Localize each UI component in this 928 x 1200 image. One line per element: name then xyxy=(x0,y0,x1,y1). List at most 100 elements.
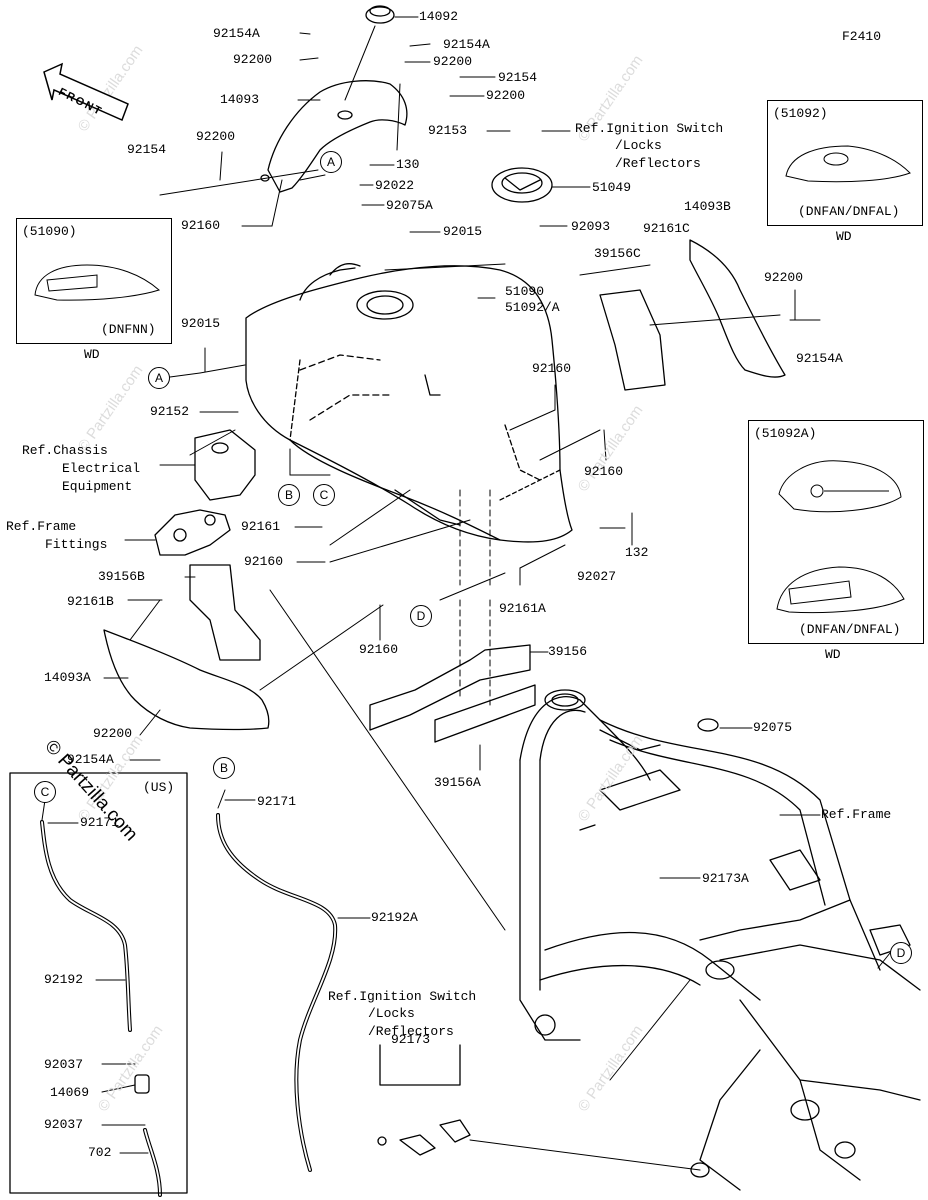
hose-92192 xyxy=(40,820,132,1032)
part-label: 92200 xyxy=(93,726,133,741)
part-label: 92161B xyxy=(67,594,114,609)
part-label: 92192 xyxy=(44,972,84,987)
part-label: 92152 xyxy=(150,404,190,419)
part-label: 92093 xyxy=(571,219,611,234)
part-label: 92160 xyxy=(584,464,624,479)
part-label: 92027 xyxy=(577,569,617,584)
us-label: (US) xyxy=(143,780,175,795)
part-label: 14069 xyxy=(50,1085,90,1100)
part-label: 92161C xyxy=(643,221,690,236)
side-cover-14093A xyxy=(103,629,270,731)
part-label: 51090 xyxy=(505,284,545,299)
part-label: 92075A xyxy=(386,198,433,213)
part-label: 14092 xyxy=(419,9,459,24)
inset-box-51090: (51090) (DNFNN) xyxy=(16,218,172,344)
part-label: 702 xyxy=(88,1145,112,1160)
inset-variant: (DNFNN) xyxy=(101,322,156,337)
part-label: 92154 xyxy=(127,142,167,157)
part-label: 39156B xyxy=(98,569,145,584)
figure-code: F2410 xyxy=(842,29,882,44)
tank-variant-icon xyxy=(785,145,911,183)
pad-39156A xyxy=(434,684,536,743)
part-label: 132 xyxy=(625,545,649,560)
grommet-92075 xyxy=(697,718,719,732)
circle-callout-a: A xyxy=(148,367,170,389)
front-cover-14093 xyxy=(267,80,408,193)
part-label: 92154A xyxy=(796,351,843,366)
circle-callout-d: D xyxy=(890,942,912,964)
ref-ignition-switch: Ref.Ignition Switch xyxy=(575,121,724,136)
frame-assembly xyxy=(519,689,921,1191)
inset-variant: (DNFAN/DNFAL) xyxy=(798,204,900,219)
circle-callout-b: B xyxy=(278,484,300,506)
ref-chassis-electrical: Electrical xyxy=(62,461,141,476)
circle-callout-b: B xyxy=(213,757,235,779)
part-label: 92154A xyxy=(443,37,490,52)
ref-ignition-switch: Ref.Ignition Switch xyxy=(328,989,477,1004)
circle-callout-a: A xyxy=(320,151,342,173)
circle-callout-c: C xyxy=(313,484,335,506)
part-label: 92153 xyxy=(428,123,468,138)
ref-ignition-switch: /Locks xyxy=(368,1006,415,1021)
inset-code: (51092A) xyxy=(754,426,817,441)
filter-14069 xyxy=(134,1074,150,1094)
part-label: 92154A xyxy=(213,26,260,41)
circle-callout-d: D xyxy=(410,605,432,627)
leader-lines xyxy=(41,16,891,1171)
part-label: 39156 xyxy=(548,644,588,659)
part-label: 51049 xyxy=(592,180,632,195)
part-label: 92171 xyxy=(80,815,120,830)
ref-chassis-electrical: Equipment xyxy=(62,479,133,494)
part-label: 92160 xyxy=(532,361,572,376)
ref-frame: Ref.Frame xyxy=(821,807,892,822)
part-label: 39156C xyxy=(594,246,641,261)
part-label: 14093A xyxy=(44,670,91,685)
part-label: 92173A xyxy=(702,871,749,886)
tank-variant-icon xyxy=(34,264,160,301)
part-label: 51092/A xyxy=(505,300,560,315)
pad-39156B xyxy=(189,564,261,661)
part-label: 92154 xyxy=(498,70,538,85)
part-label: 92015 xyxy=(443,224,483,239)
front-arrow: FRONT xyxy=(40,62,132,122)
side-cover-14093B xyxy=(689,239,786,378)
frame-fitting xyxy=(154,509,231,556)
ref-frame-fittings: Fittings xyxy=(45,537,108,552)
part-label: 14093 xyxy=(220,92,260,107)
fuel-cap-14092 xyxy=(365,6,395,24)
part-label: 39156A xyxy=(434,775,481,790)
ref-chassis-electrical: Ref.Chassis xyxy=(22,443,108,458)
pad-39156C xyxy=(599,289,666,391)
part-label: 14093B xyxy=(684,199,731,214)
inset-variant: (DNFAN/DNFAL) xyxy=(799,622,901,637)
part-label: 92171 xyxy=(257,794,297,809)
part-label: 92160 xyxy=(181,218,221,233)
inset-code: (51090) xyxy=(22,224,77,239)
cap-ring-51049 xyxy=(491,167,553,203)
part-label: 92200 xyxy=(764,270,804,285)
part-label: 92160 xyxy=(359,642,399,657)
part-label: 92173 xyxy=(391,1032,431,1047)
part-label: 92015 xyxy=(181,316,221,331)
part-label: 92200 xyxy=(433,54,473,69)
part-label: 92161 xyxy=(241,519,281,534)
ref-ignition-switch: /Reflectors xyxy=(368,1024,454,1039)
part-label: 92022 xyxy=(375,178,415,193)
part-label: 92154A xyxy=(67,752,114,767)
part-label: 92200 xyxy=(233,52,273,67)
tank-variant-icon xyxy=(776,460,905,614)
inset-caption: WD xyxy=(825,647,841,662)
part-label: 92161A xyxy=(499,601,546,616)
part-label: 92200 xyxy=(486,88,526,103)
ref-ignition-switch: /Reflectors xyxy=(615,156,701,171)
ref-frame-fittings: Ref.Frame xyxy=(6,519,77,534)
part-label: 92037 xyxy=(44,1057,84,1072)
inset-box-51092A: (51092A) (DNFAN/DNFAL) xyxy=(748,420,924,644)
chassis-bracket xyxy=(194,429,256,501)
us-box xyxy=(9,772,188,1194)
ref-ignition-switch: /Locks xyxy=(615,138,662,153)
front-arrow-icon xyxy=(43,62,129,122)
circle-callout-c: C xyxy=(34,781,56,803)
